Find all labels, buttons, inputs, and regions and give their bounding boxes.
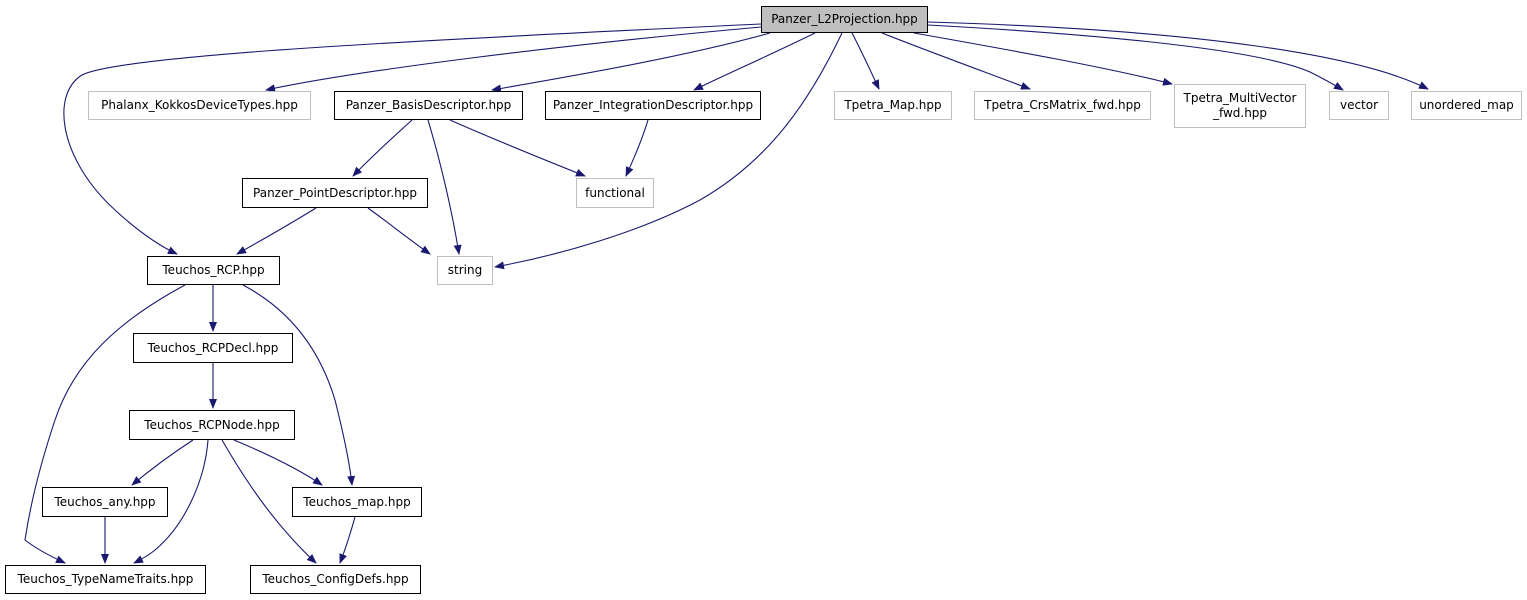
edge-point-to-rcp: [236, 207, 317, 255]
edge-map-to-configdefs: [339, 516, 356, 564]
node-phalanx-kokkosdevicetypes[interactable]: Phalanx_KokkosDeviceTypes.hpp: [88, 91, 311, 120]
edge-point-to-string: [367, 207, 431, 255]
edge-root-to-integration: [693, 32, 816, 91]
edge-rcpnode-to-configdefs: [221, 439, 317, 564]
edge-root-to-phalanx: [265, 26, 762, 93]
edge-root-to-tpetra_mv: [913, 32, 1173, 86]
edge-basis-to-functional: [449, 119, 586, 177]
node-teuchos-rcp[interactable]: Teuchos_RCP.hpp: [147, 256, 280, 285]
node-vector[interactable]: vector: [1329, 91, 1389, 120]
node-teuchos-typenametraits[interactable]: Teuchos_TypeNameTraits.hpp: [5, 565, 206, 594]
edge-basis-to-string: [427, 119, 462, 255]
node-teuchos-map[interactable]: Teuchos_map.hpp: [292, 487, 422, 517]
edge-rcpnode-to-map: [233, 439, 323, 486]
edge-rcpnode-to-typenametraits: [133, 439, 209, 564]
node-string[interactable]: string: [437, 256, 493, 285]
edge-integration-to-functional: [625, 119, 649, 177]
node-teuchos-rcpdecl[interactable]: Teuchos_RCPDecl.hpp: [133, 333, 293, 363]
node-panzer-basisdescriptor[interactable]: Panzer_BasisDescriptor.hpp: [334, 91, 523, 120]
edge-rcp-to-map: [242, 284, 356, 486]
edge-root-to-tpetra_map: [851, 32, 880, 90]
edge-root-to-string: [494, 32, 843, 270]
edge-basis-to-point: [352, 119, 413, 177]
edge-root-to-rcp: [63, 23, 762, 255]
edge-root-to-basis: [491, 32, 771, 93]
edge-rcp-to-typenametraits: [24, 284, 186, 564]
node-tpetra-map[interactable]: Tpetra_Map.hpp: [834, 91, 952, 120]
node-tpetra-multivector-fwd[interactable]: Tpetra_MultiVector _fwd.hpp: [1174, 84, 1306, 128]
node-teuchos-any[interactable]: Teuchos_any.hpp: [42, 487, 168, 517]
node-panzer-pointdescriptor[interactable]: Panzer_PointDescriptor.hpp: [242, 178, 428, 208]
node-panzer-integrationdescriptor[interactable]: Panzer_IntegrationDescriptor.hpp: [545, 91, 761, 120]
edge-rcpnode-to-any: [131, 439, 194, 486]
node-teuchos-rcpnode[interactable]: Teuchos_RCPNode.hpp: [129, 410, 295, 440]
node-functional[interactable]: functional: [576, 178, 654, 208]
node-tpetra-crsmatrix-fwd[interactable]: Tpetra_CrsMatrix_fwd.hpp: [974, 91, 1151, 120]
edge-root-to-vector: [927, 24, 1344, 91]
node-tpetra-multivector-line1: Tpetra_MultiVector: [1183, 91, 1297, 105]
edge-root-to-unordered_map: [927, 21, 1429, 90]
edge-root-to-tpetra_crs: [881, 32, 1031, 90]
node-teuchos-configdefs[interactable]: Teuchos_ConfigDefs.hpp: [250, 565, 421, 594]
node-tpetra-multivector-line2: _fwd.hpp: [1212, 106, 1268, 120]
node-panzer-l2projection[interactable]: Panzer_L2Projection.hpp: [761, 6, 928, 33]
node-unordered-map[interactable]: unordered_map: [1411, 91, 1522, 120]
